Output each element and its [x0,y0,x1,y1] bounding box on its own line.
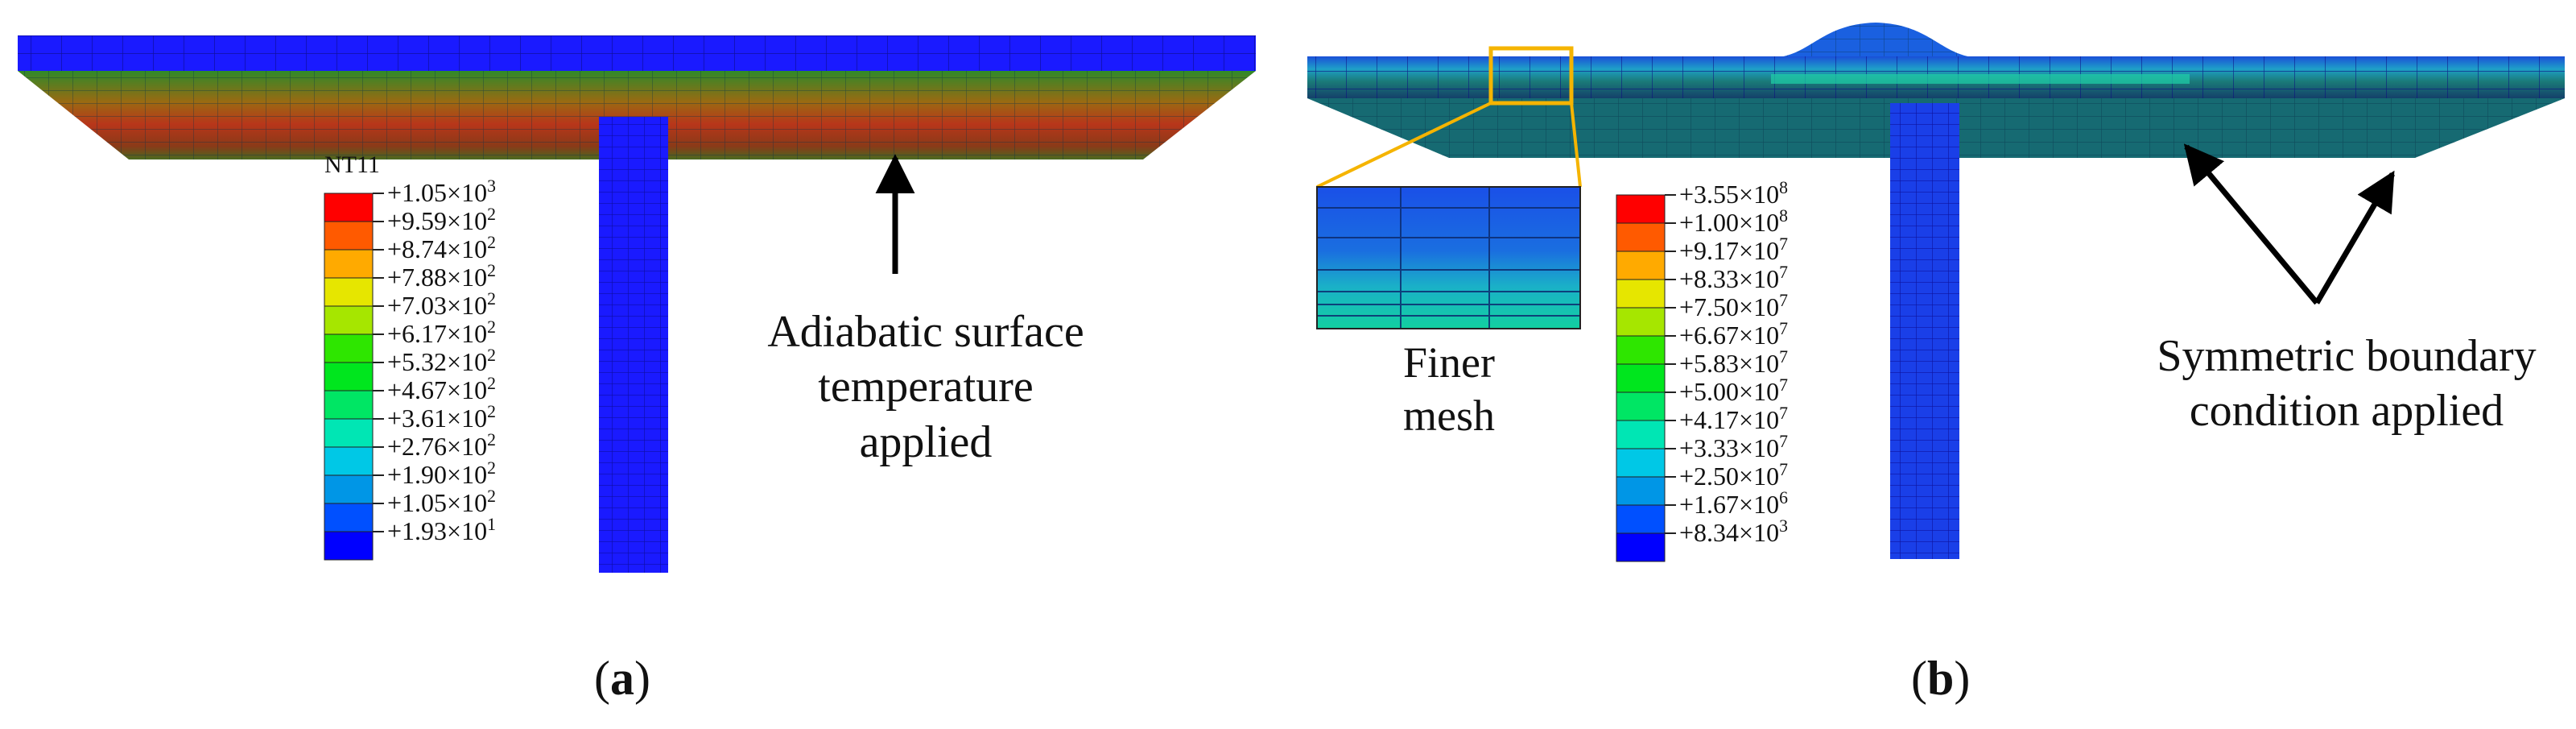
legend-label: +9.59×102 [387,205,496,235]
legend-swatch [1616,335,1666,365]
legend-label: +2.50×107 [1679,460,1788,491]
annotation-adiabatic-line-2: temperature [818,362,1034,412]
legend-label: +8.74×102 [387,233,496,263]
legend-label: +5.83×107 [1679,347,1788,378]
panel-b-legend: +3.55×108+1.00×108+9.17×107+8.33×107+7.5… [1616,178,1788,562]
legend-label: +1.67×106 [1679,488,1788,519]
panel-b-model [1307,23,2565,559]
panel-a-legend: NT11 +1.05×103+9.59×102+8.74×102+7.88×10… [324,151,496,561]
annotation-finer-mesh-line-2: mesh [1403,391,1495,440]
panel-b-inset [1316,186,1581,329]
legend-label: +2.76×102 [387,430,496,461]
legend-label: +1.05×102 [387,487,496,517]
legend-label: +3.61×102 [387,402,496,433]
legend-label: +7.50×107 [1679,291,1788,321]
legend-label: +1.93×101 [387,515,496,545]
legend-label: +7.88×102 [387,261,496,292]
legend-label: +4.17×107 [1679,404,1788,434]
legend-label: +1.05×103 [387,176,496,207]
legend-swatch [1616,222,1666,252]
legend-label: +5.00×107 [1679,375,1788,406]
legend-swatch [324,193,374,222]
legend-swatch [324,249,374,279]
legend-swatch [1616,363,1666,393]
panel-label-b-letter: b [1926,652,1955,705]
legend-swatch [324,221,374,251]
legend-label: +8.33×107 [1679,263,1788,293]
legend-swatch [324,531,374,561]
annotation-adiabatic-line-1: Adiabatic surface [767,307,1084,357]
legend-label: +5.32×102 [387,346,496,376]
legend-swatch [1616,391,1666,421]
legend-label: +6.67×107 [1679,319,1788,350]
legend-swatch [1616,420,1666,449]
legend-label: +6.17×102 [387,317,496,348]
annotation-finer-mesh: Finer mesh [1352,337,1546,443]
annotation-adiabatic: Adiabatic surface temperature applied [724,304,1127,470]
annotation-finer-mesh-line-1: Finer [1403,338,1495,387]
legend-swatch [1616,448,1666,478]
legend-swatch [1616,279,1666,309]
panel-a-legend-title: NT11 [324,151,380,178]
annotation-symmetric-line-1: Symmetric boundary [2157,331,2537,381]
panel-b-highlight [1316,46,1582,188]
legend-swatch [1616,194,1666,224]
legend-swatch [1616,251,1666,280]
legend-swatch [324,305,374,335]
legend-swatch [324,390,374,420]
legend-label: +9.17×107 [1679,234,1788,265]
highlight-box [1488,46,1574,106]
legend-swatch [324,474,374,504]
panel-b-arrows [2183,143,2396,305]
legend-label: +1.00×108 [1679,206,1788,237]
legend-label: +3.55×108 [1679,178,1788,209]
legend-swatch [324,333,374,363]
annotation-adiabatic-line-3: applied [859,416,993,467]
legend-swatch [324,418,374,448]
annotation-symmetric: Symmetric boundary condition applied [2117,329,2576,439]
legend-swatch [1616,532,1666,562]
legend-label: +8.34×103 [1679,516,1788,547]
legend-swatch [1616,307,1666,337]
panel-label-b: (b) [1911,652,1971,705]
legend-label: +7.03×102 [387,289,496,320]
annotation-symmetric-line-2: condition applied [2189,386,2504,437]
panel-a-model [18,35,1256,573]
panel-label-a: (a) [594,652,650,705]
panel-label-a-letter: a [609,652,634,705]
legend-swatch [1616,504,1666,534]
legend-swatch [324,362,374,391]
legend-label: +4.67×102 [387,374,496,404]
legend-label: +1.90×102 [387,458,496,489]
legend-swatch [324,446,374,476]
legend-swatch [324,503,374,532]
legend-swatch [324,277,374,307]
legend-swatch [1616,476,1666,506]
legend-label: +3.33×107 [1679,432,1788,462]
